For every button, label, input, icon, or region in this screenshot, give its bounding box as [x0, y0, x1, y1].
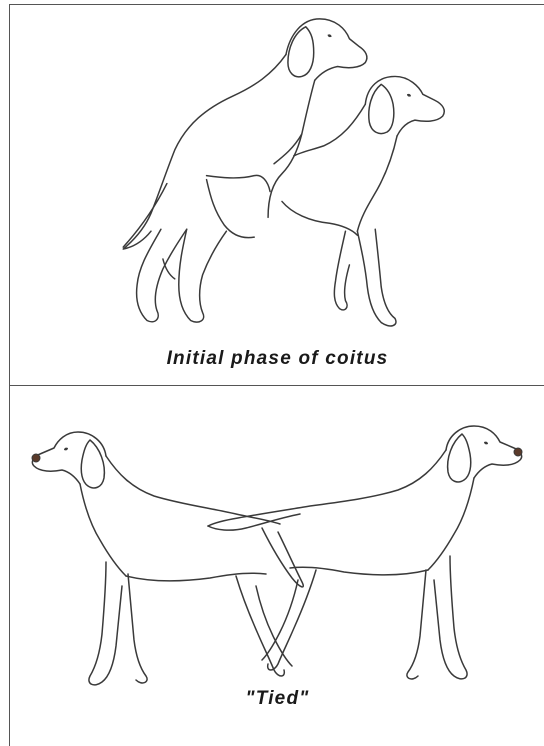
mounting-dogs-illustration — [10, 5, 544, 385]
panel-tied: "Tied" — [9, 386, 544, 746]
panel-initial-phase: Initial phase of coitus — [9, 4, 544, 387]
caption-initial-phase: Initial phase of coitus — [10, 348, 544, 370]
mounting-dog — [123, 19, 367, 322]
caption-tied: "Tied" — [10, 688, 544, 710]
right-dog — [208, 426, 522, 679]
left-dog — [32, 432, 303, 685]
